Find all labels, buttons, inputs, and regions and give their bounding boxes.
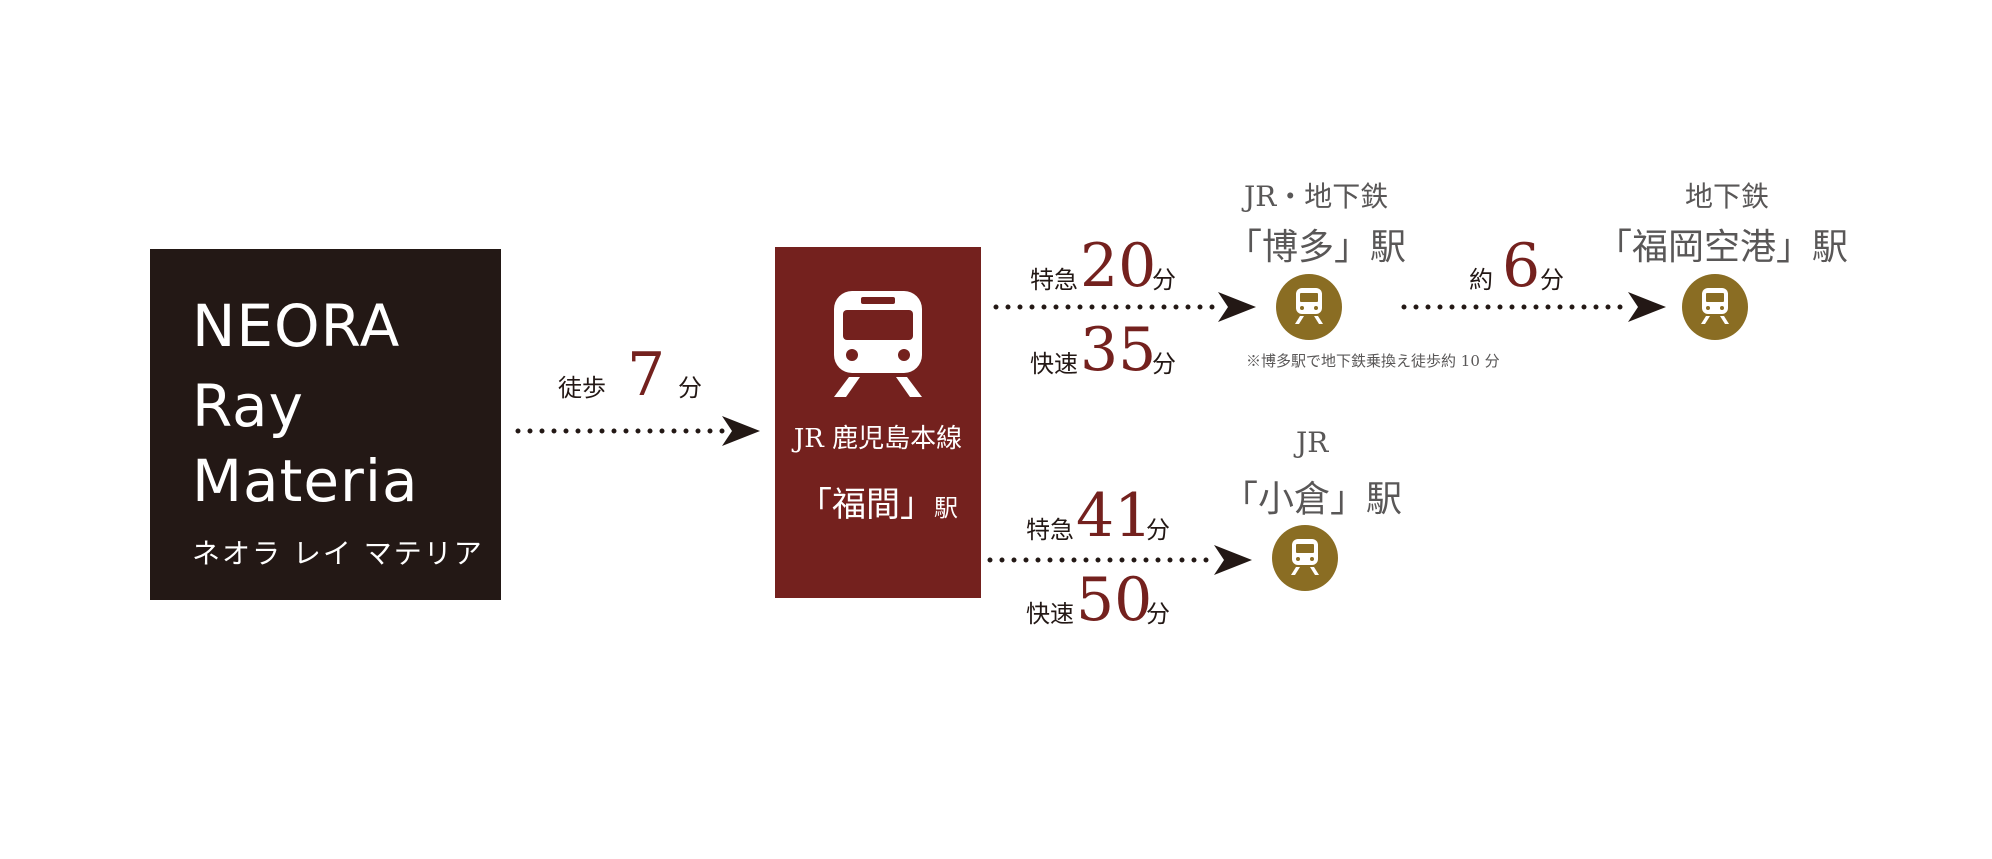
train-front-icon	[1295, 288, 1323, 324]
hakata-transfer-note: ※博多駅で地下鉄乗換え徒歩約 10 分	[1246, 352, 1500, 370]
kokura-rapid-label: 快速	[1026, 600, 1074, 628]
hakata-rapid-label: 快速	[1030, 350, 1078, 378]
kokura-station-icon	[1272, 525, 1338, 591]
airport-approx-label: 約	[1469, 266, 1493, 294]
kokura-express-unit: 分	[1146, 516, 1170, 544]
fukuma-name: 「福間」	[798, 485, 934, 525]
hakata-rapid-unit: 分	[1152, 350, 1176, 378]
hakata-lines: JR・地下鉄	[1244, 180, 1389, 213]
fukuma-line-name: JR 鹿児島本線	[793, 424, 963, 454]
kokura-station-name: 「小倉」駅	[1222, 479, 1403, 520]
arrow-to-kokura	[987, 545, 1252, 575]
hakata-express-label: 特急	[1030, 266, 1078, 294]
airport-minutes: 6	[1502, 231, 1541, 301]
hakata-station-name: 「博多」駅	[1226, 227, 1407, 268]
arrow-to-hakata	[993, 292, 1256, 322]
arrow-to-airport	[1401, 292, 1666, 322]
property-name-line-2: Ray	[192, 372, 304, 440]
kokura-rapid-unit: 分	[1146, 600, 1170, 628]
train-front-icon	[834, 291, 922, 397]
airport-lines: 地下鉄	[1685, 180, 1770, 213]
hakata-station-icon	[1276, 274, 1342, 340]
property-name-line-1: NEORA	[192, 292, 401, 360]
train-front-icon	[1701, 288, 1729, 324]
kokura-express-minutes: 41	[1076, 481, 1153, 551]
kokura-express-label: 特急	[1026, 516, 1074, 544]
hakata-rapid-minutes: 35	[1080, 315, 1157, 385]
property-name-line-3: Materia	[192, 447, 419, 515]
airport-station-icon	[1682, 274, 1748, 340]
walk-minutes: 7	[627, 340, 666, 410]
fukuma-suffix: 駅	[934, 494, 958, 522]
hakata-express-minutes: 20	[1080, 231, 1157, 301]
walk-unit: 分	[678, 374, 702, 402]
fukuma-station-box: JR 鹿児島本線 「福間」駅	[775, 247, 981, 598]
property-box: NEORA Ray Materia ネオラ レイ マテリア	[150, 249, 501, 600]
kokura-lines: JR	[1296, 426, 1329, 459]
fukuma-station-name: 「福間」駅	[775, 477, 981, 526]
hakata-express-unit: 分	[1152, 266, 1176, 294]
property-kana: ネオラ レイ マテリア	[192, 537, 484, 570]
arrow-walk	[515, 416, 760, 446]
airport-unit: 分	[1540, 266, 1564, 294]
kokura-rapid-minutes: 50	[1076, 565, 1153, 635]
airport-station-name: 「福岡空港」駅	[1596, 227, 1849, 268]
train-front-icon	[1291, 539, 1319, 575]
walk-label: 徒歩	[558, 374, 606, 402]
